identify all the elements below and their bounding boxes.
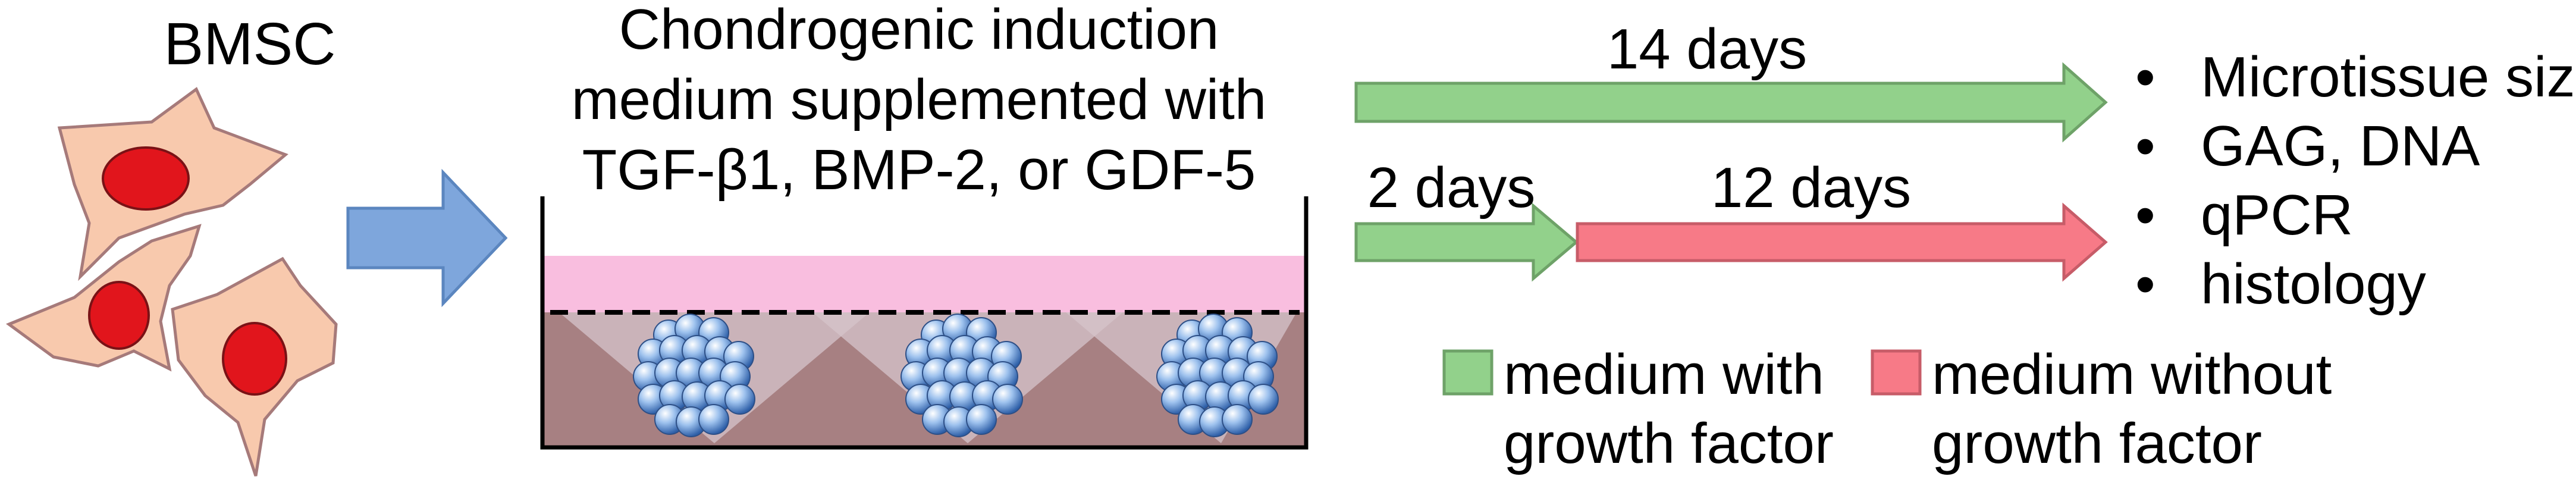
readout-list: • Microtissue size • GAG, DNA • qPCR • h… <box>2135 45 2576 316</box>
spheroid-cell <box>966 404 997 435</box>
spheroid-cell <box>698 404 729 435</box>
culture-well <box>540 196 1309 450</box>
induction-line-3: TGF-β1, BMP-2, or GDF-5 <box>582 138 1256 202</box>
label-12-days: 12 days <box>1711 156 1911 220</box>
readout-item: histology <box>2201 252 2426 316</box>
readout-item: Microtissue size <box>2201 45 2576 109</box>
spheroid-cell <box>724 384 755 415</box>
spheroid <box>633 314 755 437</box>
bmsc-label: BMSC <box>164 11 336 77</box>
spheroid-cell <box>1248 384 1279 415</box>
bmsc-cells <box>5 87 338 477</box>
well-walls <box>540 196 1309 450</box>
process-arrow <box>346 168 508 308</box>
arrow-14-days <box>1354 62 2108 143</box>
bullet: • <box>2135 183 2155 247</box>
spheroid <box>1156 314 1279 437</box>
legend-with-line-1: medium with <box>1504 343 1824 406</box>
bullet: • <box>2135 252 2155 316</box>
medium-layer <box>542 256 1306 312</box>
readout-item: qPCR <box>2201 183 2353 247</box>
legend-with-line-2: growth factor <box>1504 412 1834 475</box>
arrow-12-days <box>1576 202 2108 282</box>
legend-without-line-1: medium without <box>1932 343 2332 406</box>
label-2-days: 2 days <box>1367 156 1536 220</box>
spheroid <box>900 314 1023 437</box>
readout-item: GAG, DNA <box>2201 114 2480 178</box>
induction-line-2: medium supplemented with <box>572 68 1267 131</box>
spheroids <box>633 314 1279 437</box>
nucleus-right <box>222 322 287 396</box>
legend-swatch-without <box>1871 349 1922 396</box>
arrow-2-days <box>1354 202 1579 282</box>
bullet: • <box>2135 114 2155 178</box>
label-14-days: 14 days <box>1607 17 1807 81</box>
spheroid-cell <box>992 384 1023 415</box>
nucleus-left <box>88 281 150 350</box>
bullet: • <box>2135 45 2155 109</box>
legend-swatch-with <box>1442 349 1493 396</box>
legend: medium with growth factor medium without… <box>1442 343 2332 475</box>
spheroid-cell <box>1222 404 1253 435</box>
nucleus-top <box>102 146 190 211</box>
legend-without-line-2: growth factor <box>1932 412 2262 475</box>
induction-line-1: Chondrogenic induction <box>619 0 1219 61</box>
